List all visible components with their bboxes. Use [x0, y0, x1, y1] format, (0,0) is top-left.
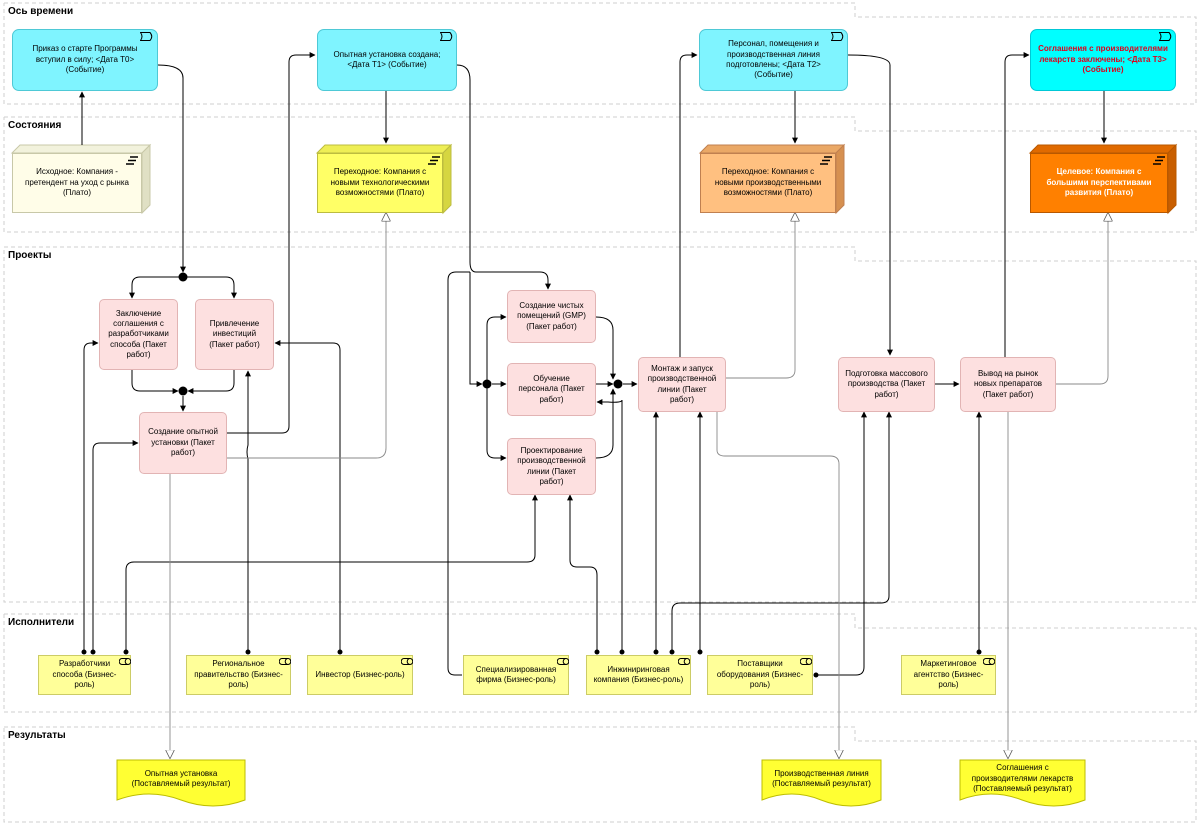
plateau-icon — [820, 156, 832, 165]
role-icon — [678, 658, 690, 665]
lane-label-projects: Проекты — [8, 250, 52, 261]
role-icon — [557, 658, 569, 665]
role-investor[interactable]: Инвестор (Бизнес-роль) — [307, 655, 413, 695]
plateau-transitional-2[interactable]: Переходное: Компания с новыми производст… — [700, 153, 836, 213]
role-regional-gov[interactable]: Региональное правительство (Бизнес-роль) — [186, 655, 291, 695]
deliverable-prod-line[interactable]: Производственная линия (Поставляемый рез… — [762, 760, 881, 798]
lane-label-performers: Исполнители — [8, 617, 75, 628]
wp-agreement-label: Заключение соглашения с разработчиками с… — [108, 308, 169, 360]
wp-line-install[interactable]: Монтаж и запуск производственной линии (… — [638, 357, 726, 412]
wp-line-design-label: Проектирование производственной линии (П… — [517, 445, 586, 486]
event-t2-label: Персонал, помещения и производственная л… — [726, 39, 821, 80]
event-t1[interactable]: Опытная установка создана; <Дата Т1> (Со… — [317, 29, 457, 91]
deliverable-pilot-unit[interactable]: Опытная установка (Поставляемый результа… — [117, 760, 245, 798]
plateau-transitional-1-label: Переходное: Компания с новыми технологич… — [330, 167, 430, 198]
wp-investment[interactable]: Привлечение инвестиций (Пакет работ) — [195, 299, 274, 370]
wp-mass-prep[interactable]: Подготовка массового производства (Пакет… — [838, 357, 935, 412]
event-t3[interactable]: Соглашения с производителями лекарств за… — [1030, 29, 1176, 91]
wp-pilot-label: Создание опытной установки (Пакет работ) — [148, 427, 218, 458]
association-connectors — [447, 271, 470, 676]
role-engineering-label: Инжиниринговая компания (Бизнес-роль) — [593, 664, 684, 684]
wp-investment-label: Привлечение инвестиций (Пакет работ) — [209, 318, 260, 349]
plateau-initial[interactable]: Исходное: Компания - претендент на уход … — [12, 153, 142, 213]
role-icon — [800, 658, 812, 665]
plateau-initial-label: Исходное: Компания - претендент на уход … — [25, 167, 129, 198]
role-specialized[interactable]: Специализированная фирма (Бизнес-роль) — [463, 655, 569, 695]
plateau-icon — [1153, 156, 1165, 165]
lane-label-time: Ось времени — [8, 6, 74, 17]
wp-line-design[interactable]: Проектирование производственной линии (П… — [507, 438, 596, 495]
deliverable-prod-line-label: Производственная линия (Поставляемый рез… — [772, 768, 871, 788]
event-icon — [831, 32, 844, 41]
lane-label-results: Результаты — [8, 730, 66, 741]
plateau-icon — [126, 156, 138, 165]
event-icon — [440, 32, 453, 41]
event-t2[interactable]: Персонал, помещения и производственная л… — [699, 29, 848, 91]
event-t3-label: Соглашения с производителями лекарств за… — [1038, 44, 1168, 75]
role-regional-gov-label: Региональное правительство (Бизнес-роль) — [194, 659, 283, 690]
role-developers-label: Разработчики способа (Бизнес-роль) — [52, 659, 117, 690]
role-marketing[interactable]: Маркетинговое агентство (Бизнес-роль) — [901, 655, 996, 695]
deliverable-pilot-unit-label: Опытная установка (Поставляемый результа… — [131, 768, 231, 788]
plateau-target[interactable]: Целевое: Компания с большими перспектива… — [1030, 153, 1168, 213]
role-suppliers-label: Поставщики оборудования (Бизнес-роль) — [716, 659, 804, 690]
wp-clean-rooms[interactable]: Создание чистых помещений (GMP) (Пакет р… — [507, 290, 596, 343]
wp-pilot[interactable]: Создание опытной установки (Пакет работ) — [139, 412, 227, 474]
role-developers[interactable]: Разработчики способа (Бизнес-роль) — [38, 655, 131, 695]
role-investor-label: Инвестор (Бизнес-роль) — [315, 669, 405, 679]
wp-mass-prep-label: Подготовка массового производства (Пакет… — [845, 368, 928, 399]
plateau-depth — [10, 143, 1178, 215]
lane-label-states: Состояния — [8, 120, 62, 131]
lane-frames — [3, 2, 1197, 823]
role-icon — [279, 658, 291, 665]
plateau-transitional-2-label: Переходное: Компания с новыми производст… — [714, 167, 822, 198]
wp-clean-rooms-label: Создание чистых помещений (GMP) (Пакет р… — [517, 300, 586, 331]
wp-training-label: Обучение персонала (Пакет работ) — [518, 373, 585, 404]
deliverable-agreements[interactable]: Соглашения с производителями лекарств (П… — [960, 760, 1085, 798]
role-specialized-label: Специализированная фирма (Бизнес-роль) — [475, 664, 557, 684]
realization-connectors — [170, 213, 1108, 758]
event-icon — [1159, 32, 1172, 41]
role-suppliers[interactable]: Поставщики оборудования (Бизнес-роль) — [707, 655, 813, 695]
event-t1-label: Опытная установка создана; <Дата Т1> (Со… — [333, 49, 441, 69]
assignment-connectors — [83, 340, 982, 676]
wp-training[interactable]: Обучение персонала (Пакет работ) — [507, 363, 596, 416]
plateau-target-label: Целевое: Компания с большими перспектива… — [1046, 167, 1152, 198]
flow-connectors — [79, 52, 1107, 461]
plateau-icon — [428, 156, 440, 165]
event-icon — [140, 32, 153, 41]
plateau-transitional-1[interactable]: Переходное: Компания с новыми технологич… — [317, 153, 443, 213]
role-marketing-label: Маркетинговое агентство (Бизнес-роль) — [913, 659, 984, 690]
role-icon — [983, 658, 995, 665]
role-engineering[interactable]: Инжиниринговая компания (Бизнес-роль) — [586, 655, 691, 695]
role-icon — [119, 658, 131, 665]
wp-agreement[interactable]: Заключение соглашения с разработчиками с… — [99, 299, 178, 370]
wp-market[interactable]: Вывод на рынок новых препаратов (Пакет р… — [960, 357, 1056, 412]
wp-market-label: Вывод на рынок новых препаратов (Пакет р… — [973, 368, 1043, 399]
wp-line-install-label: Монтаж и запуск производственной линии (… — [647, 363, 717, 404]
event-t0[interactable]: Приказ о старте Программы вступил в силу… — [12, 29, 158, 91]
deliverable-shapes — [116, 759, 1086, 807]
deliverable-agreements-label: Соглашения с производителями лекарств (П… — [971, 763, 1074, 794]
role-icon — [401, 658, 413, 665]
event-t0-label: Приказ о старте Программы вступил в силу… — [32, 44, 138, 75]
